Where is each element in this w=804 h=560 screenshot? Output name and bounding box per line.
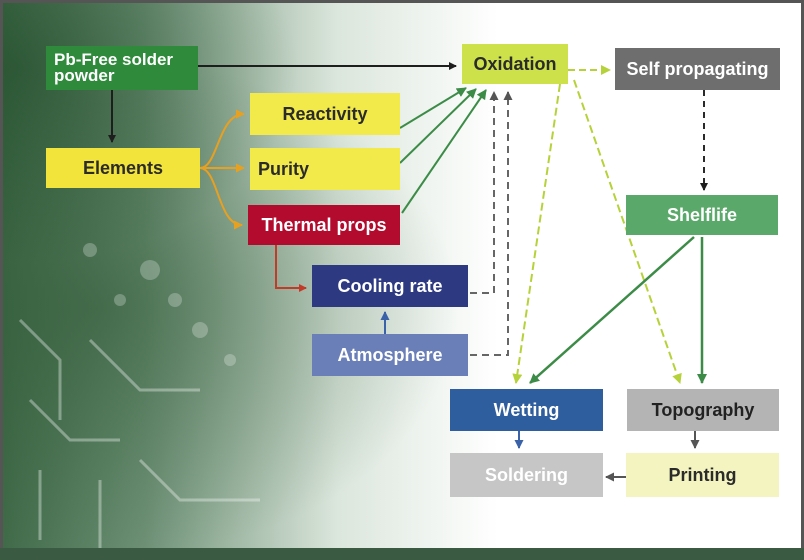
node-purity-label: Purity	[258, 159, 310, 179]
edge-reactivity-oxidation	[399, 87, 467, 129]
node-printing-label: Printing	[668, 465, 737, 485]
node-printing: Printing	[626, 453, 779, 497]
node-self-propagating-label: Self propagating	[626, 59, 769, 79]
node-oxidation: Oxidation	[462, 44, 568, 84]
edge-oxidation-wetting	[512, 83, 561, 384]
node-wetting: Wetting	[450, 389, 603, 431]
node-topography-label: Topography	[651, 400, 755, 420]
edge-thermal-cooling	[275, 245, 307, 292]
node-soldering-label: Soldering	[484, 465, 568, 485]
node-shelflife: Shelflife	[626, 195, 778, 235]
node-purity: Purity	[250, 148, 400, 190]
node-atmosphere: Atmosphere	[312, 334, 468, 376]
node-pb-free-label-line2: powder	[54, 66, 115, 85]
node-cooling-rate: Cooling rate	[312, 265, 468, 307]
node-topography: Topography	[627, 389, 779, 431]
edge-thermal-oxidation	[401, 89, 487, 214]
node-reactivity: Reactivity	[250, 93, 400, 135]
node-pb-free-label-line1: Pb-Free solder	[54, 50, 174, 69]
node-soldering: Soldering	[450, 453, 603, 497]
edge-atmosphere-oxidation	[470, 91, 513, 356]
edge-cooling-oxidation	[470, 91, 499, 294]
node-elements: Elements	[46, 148, 200, 188]
node-self-propagating: Self propagating	[615, 48, 780, 90]
node-reactivity-label: Reactivity	[282, 104, 368, 124]
edge-elements-thermal	[199, 167, 243, 230]
node-wetting-label: Wetting	[493, 400, 560, 420]
edge-shelflife-wetting	[529, 236, 695, 384]
node-shelflife-label: Shelflife	[666, 205, 737, 225]
node-cooling-rate-label: Cooling rate	[337, 276, 443, 296]
edge-elements-reactivity	[199, 109, 245, 169]
node-thermal-props-label: Thermal props	[261, 215, 387, 235]
node-pb-free-solder-powder: Pb-Free solder powder	[46, 46, 198, 90]
node-oxidation-label: Oxidation	[473, 54, 557, 74]
node-elements-label: Elements	[82, 158, 164, 178]
node-thermal-props: Thermal props	[248, 205, 400, 245]
edge-purity-oxidation	[399, 88, 477, 164]
node-atmosphere-label: Atmosphere	[337, 345, 443, 365]
